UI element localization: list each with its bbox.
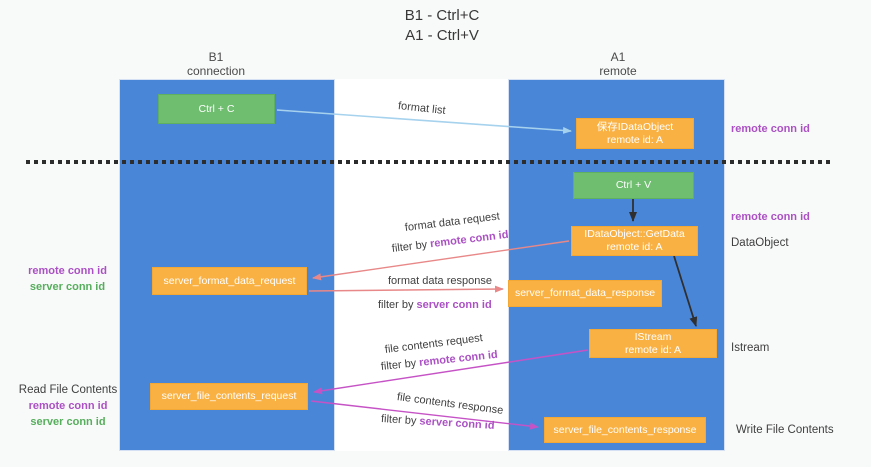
lane-b1-role: connection <box>186 64 246 78</box>
title-line-1: B1 - Ctrl+C <box>404 7 480 24</box>
format-data-response-text: format data response <box>388 275 492 287</box>
node-save-idataobject-line2: remote id: A <box>606 133 664 146</box>
diagram-title: B1 - Ctrl+C A1 - Ctrl+V <box>342 6 542 46</box>
node-server-file-contents-response: server_file_contents_response <box>544 417 706 443</box>
node-istream: IStream remote id: A <box>589 329 717 358</box>
node-server-format-data-response-label: server_format_data_response <box>514 287 656 299</box>
filter-by-text: filter by <box>380 413 417 428</box>
node-server-file-contents-response-label: server_file_contents_response <box>553 423 697 436</box>
read-file-contents-label: Read File Contents <box>18 384 118 396</box>
filter-by-text: filter by <box>378 299 414 311</box>
lane-header-b1: B1 connection <box>156 50 276 78</box>
node-getdata-line1: IDataObject::GetData <box>584 228 685 240</box>
node-server-format-data-request: server_format_data_request <box>152 267 307 295</box>
lane-a1-name: A1 <box>610 50 626 64</box>
read-file-contents-labels: Read File Contents remote conn id server… <box>12 382 124 430</box>
left-remote-conn-id: remote conn id <box>28 265 107 277</box>
node-server-file-contents-request: server_file_contents_request <box>150 383 308 410</box>
dataobject-label: DataObject <box>731 237 789 249</box>
lane-header-a1: A1 remote <box>558 50 678 78</box>
write-file-contents-label: Write File Contents <box>736 424 834 436</box>
edge-label-format-data-response: format data response <box>388 275 492 288</box>
left-bottom-server-conn-id: server conn id <box>30 416 106 428</box>
node-server-file-contents-request-label: server_file_contents_request <box>161 390 297 402</box>
node-idataobject-getdata: IDataObject::GetData remote id: A <box>571 226 698 256</box>
node-server-format-data-response: server_format_data_response <box>508 280 662 307</box>
node-save-idataobject: 保存IDataObject remote id: A <box>576 118 694 149</box>
node-save-idataobject-line1: 保存IDataObject <box>596 120 674 133</box>
node-istream-line1: IStream <box>634 330 672 343</box>
left-conn-id-labels: remote conn id server conn id <box>15 263 120 295</box>
node-getdata-line2: remote id: A <box>606 241 663 253</box>
node-server-format-data-request-label: server_format_data_request <box>163 274 296 287</box>
node-ctrl-v: Ctrl + V <box>573 172 694 199</box>
lane-b1-name: B1 <box>208 50 224 64</box>
server-conn-id-text: server conn id <box>416 299 492 311</box>
title-line-2: A1 - Ctrl+V <box>405 27 479 44</box>
lane-a1-role: remote <box>599 64 637 78</box>
node-ctrl-c-label: Ctrl + C <box>198 102 235 115</box>
right-remote-conn-id-2: remote conn id <box>731 211 810 223</box>
right-remote-conn-id-1: remote conn id <box>731 123 810 135</box>
node-ctrl-v-label: Ctrl + V <box>615 179 652 191</box>
node-ctrl-c: Ctrl + C <box>158 94 275 124</box>
node-istream-line2: remote id: A <box>624 343 682 356</box>
dashed-separator-line <box>26 160 830 164</box>
left-server-conn-id: server conn id <box>29 281 106 293</box>
istream-label: Istream <box>731 342 770 354</box>
filter-by-text: filter by <box>380 357 417 373</box>
left-bottom-remote-conn-id: remote conn id <box>28 400 108 412</box>
